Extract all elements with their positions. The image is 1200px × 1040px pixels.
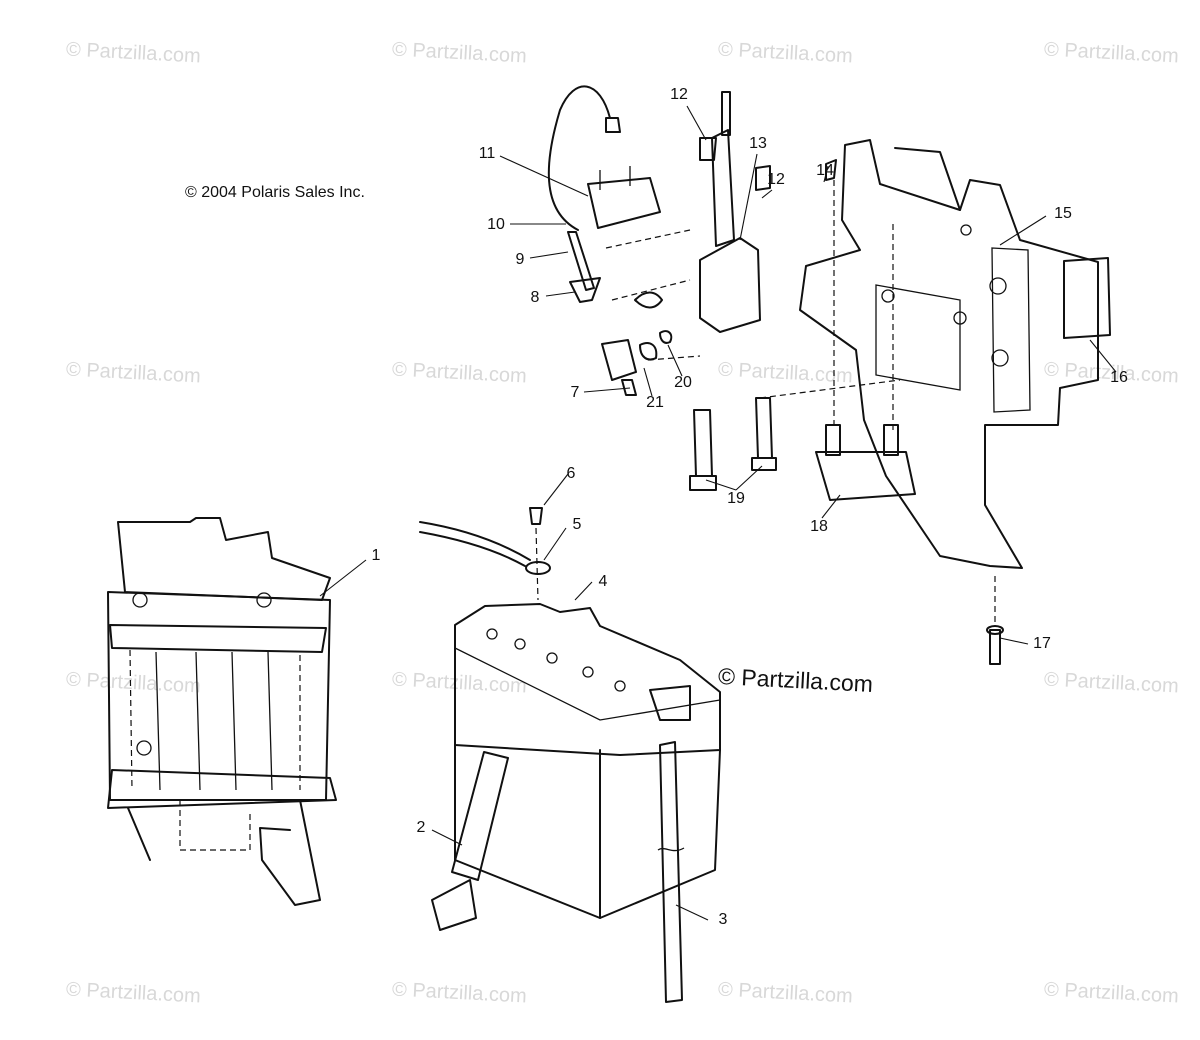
callout-1: 1 bbox=[371, 547, 381, 564]
callout-6: 6 bbox=[566, 465, 576, 482]
callout-17: 17 bbox=[1033, 635, 1051, 652]
callout-13: 13 bbox=[749, 135, 767, 152]
copyright-notice: © 2004 Polaris Sales Inc. bbox=[185, 184, 365, 201]
callout-21: 21 bbox=[646, 394, 664, 411]
callout-10: 10 bbox=[487, 216, 505, 233]
callout-5: 5 bbox=[572, 516, 582, 533]
callout-16: 16 bbox=[1110, 369, 1128, 386]
leader-lines bbox=[319, 105, 1117, 921]
battery-strap bbox=[431, 751, 509, 931]
callout-8: 8 bbox=[530, 289, 540, 306]
battery-box bbox=[107, 517, 337, 906]
callout-15: 15 bbox=[1054, 205, 1072, 222]
battery bbox=[454, 603, 721, 919]
vent-tube bbox=[657, 741, 685, 1003]
mounting-bracket bbox=[759, 139, 1111, 665]
callout-12-top: 12 bbox=[670, 86, 688, 103]
solenoid-assembly bbox=[547, 85, 771, 396]
callout-12-right: 12 bbox=[767, 171, 785, 188]
callout-4: 4 bbox=[598, 573, 608, 590]
callout-19: 19 bbox=[727, 490, 745, 507]
callout-11: 11 bbox=[478, 145, 496, 162]
ground-cable bbox=[419, 507, 551, 601]
callout-20: 20 bbox=[674, 374, 692, 391]
callout-2: 2 bbox=[416, 819, 426, 836]
callout-18: 18 bbox=[810, 518, 828, 535]
callout-3: 3 bbox=[718, 911, 728, 928]
mounting-bolts bbox=[689, 397, 916, 501]
callout-7: 7 bbox=[570, 384, 580, 401]
callout-9: 9 bbox=[515, 251, 525, 268]
callout-14: 14 bbox=[816, 162, 834, 179]
